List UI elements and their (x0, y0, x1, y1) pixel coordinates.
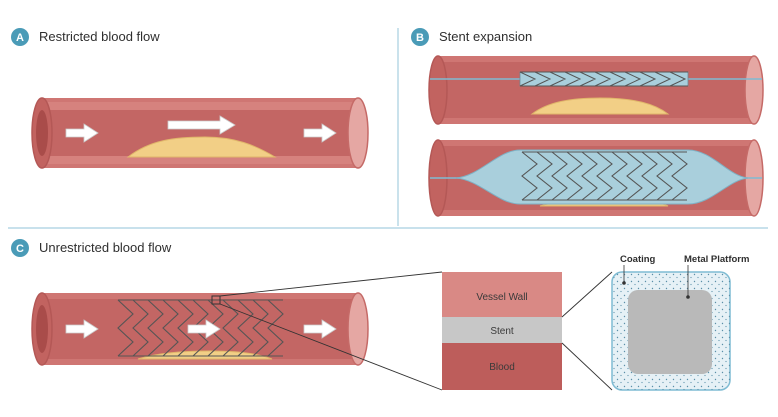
flow-arrow (303, 319, 337, 339)
panel-c-badge-letter: C (16, 243, 24, 255)
zoom-line (219, 271, 443, 297)
vessel-b-upper (428, 55, 764, 125)
panel-a-title: Restricted blood flow (39, 29, 160, 44)
panel-a: A Restricted blood flow (11, 28, 369, 169)
cross-section: Vessel Wall Stent Blood (442, 272, 562, 390)
coating-label: Coating (620, 254, 656, 265)
panel-b: B Stent expansion (411, 28, 764, 217)
vessel-b-lower (428, 139, 764, 217)
expanded-stent (521, 151, 688, 201)
panel-c-badge (11, 239, 29, 257)
panel-a-badge-letter: A (16, 32, 24, 44)
plaque (126, 136, 277, 158)
panel-b-title: Stent expansion (439, 29, 532, 44)
layer-label-vessel-wall: Vessel Wall (476, 292, 527, 303)
zoom-marker (211, 295, 221, 305)
callout-dot (622, 281, 626, 285)
vessel-a (31, 97, 369, 169)
plaque (530, 97, 670, 115)
panel-a-badge (11, 28, 29, 46)
layer-label-blood: Blood (489, 362, 515, 373)
balloon (455, 149, 749, 205)
zoom-line (219, 303, 443, 391)
metal-platform-label: Metal Platform (684, 254, 749, 265)
strut-detail: Coating Metal Platform (611, 254, 749, 391)
layer-blood (442, 343, 562, 390)
panel-b-badge (411, 28, 429, 46)
zoom-line (561, 342, 613, 391)
crimped-stent (519, 71, 689, 87)
layer-vessel-wall (442, 272, 562, 317)
panel-c: C Unrestricted blood flow (11, 239, 749, 391)
layer-stent (442, 317, 562, 343)
flow-arrow (65, 123, 99, 143)
flow-arrow (303, 123, 337, 143)
flow-arrow (187, 319, 221, 339)
flow-arrow (65, 319, 99, 339)
panel-c-title: Unrestricted blood flow (39, 240, 172, 255)
panel-b-badge-letter: B (416, 32, 424, 44)
metal-platform (628, 290, 712, 374)
zoom-line (561, 271, 613, 318)
flow-arrow (167, 115, 236, 135)
layer-label-stent: Stent (490, 326, 514, 337)
callout-dot (686, 295, 690, 299)
